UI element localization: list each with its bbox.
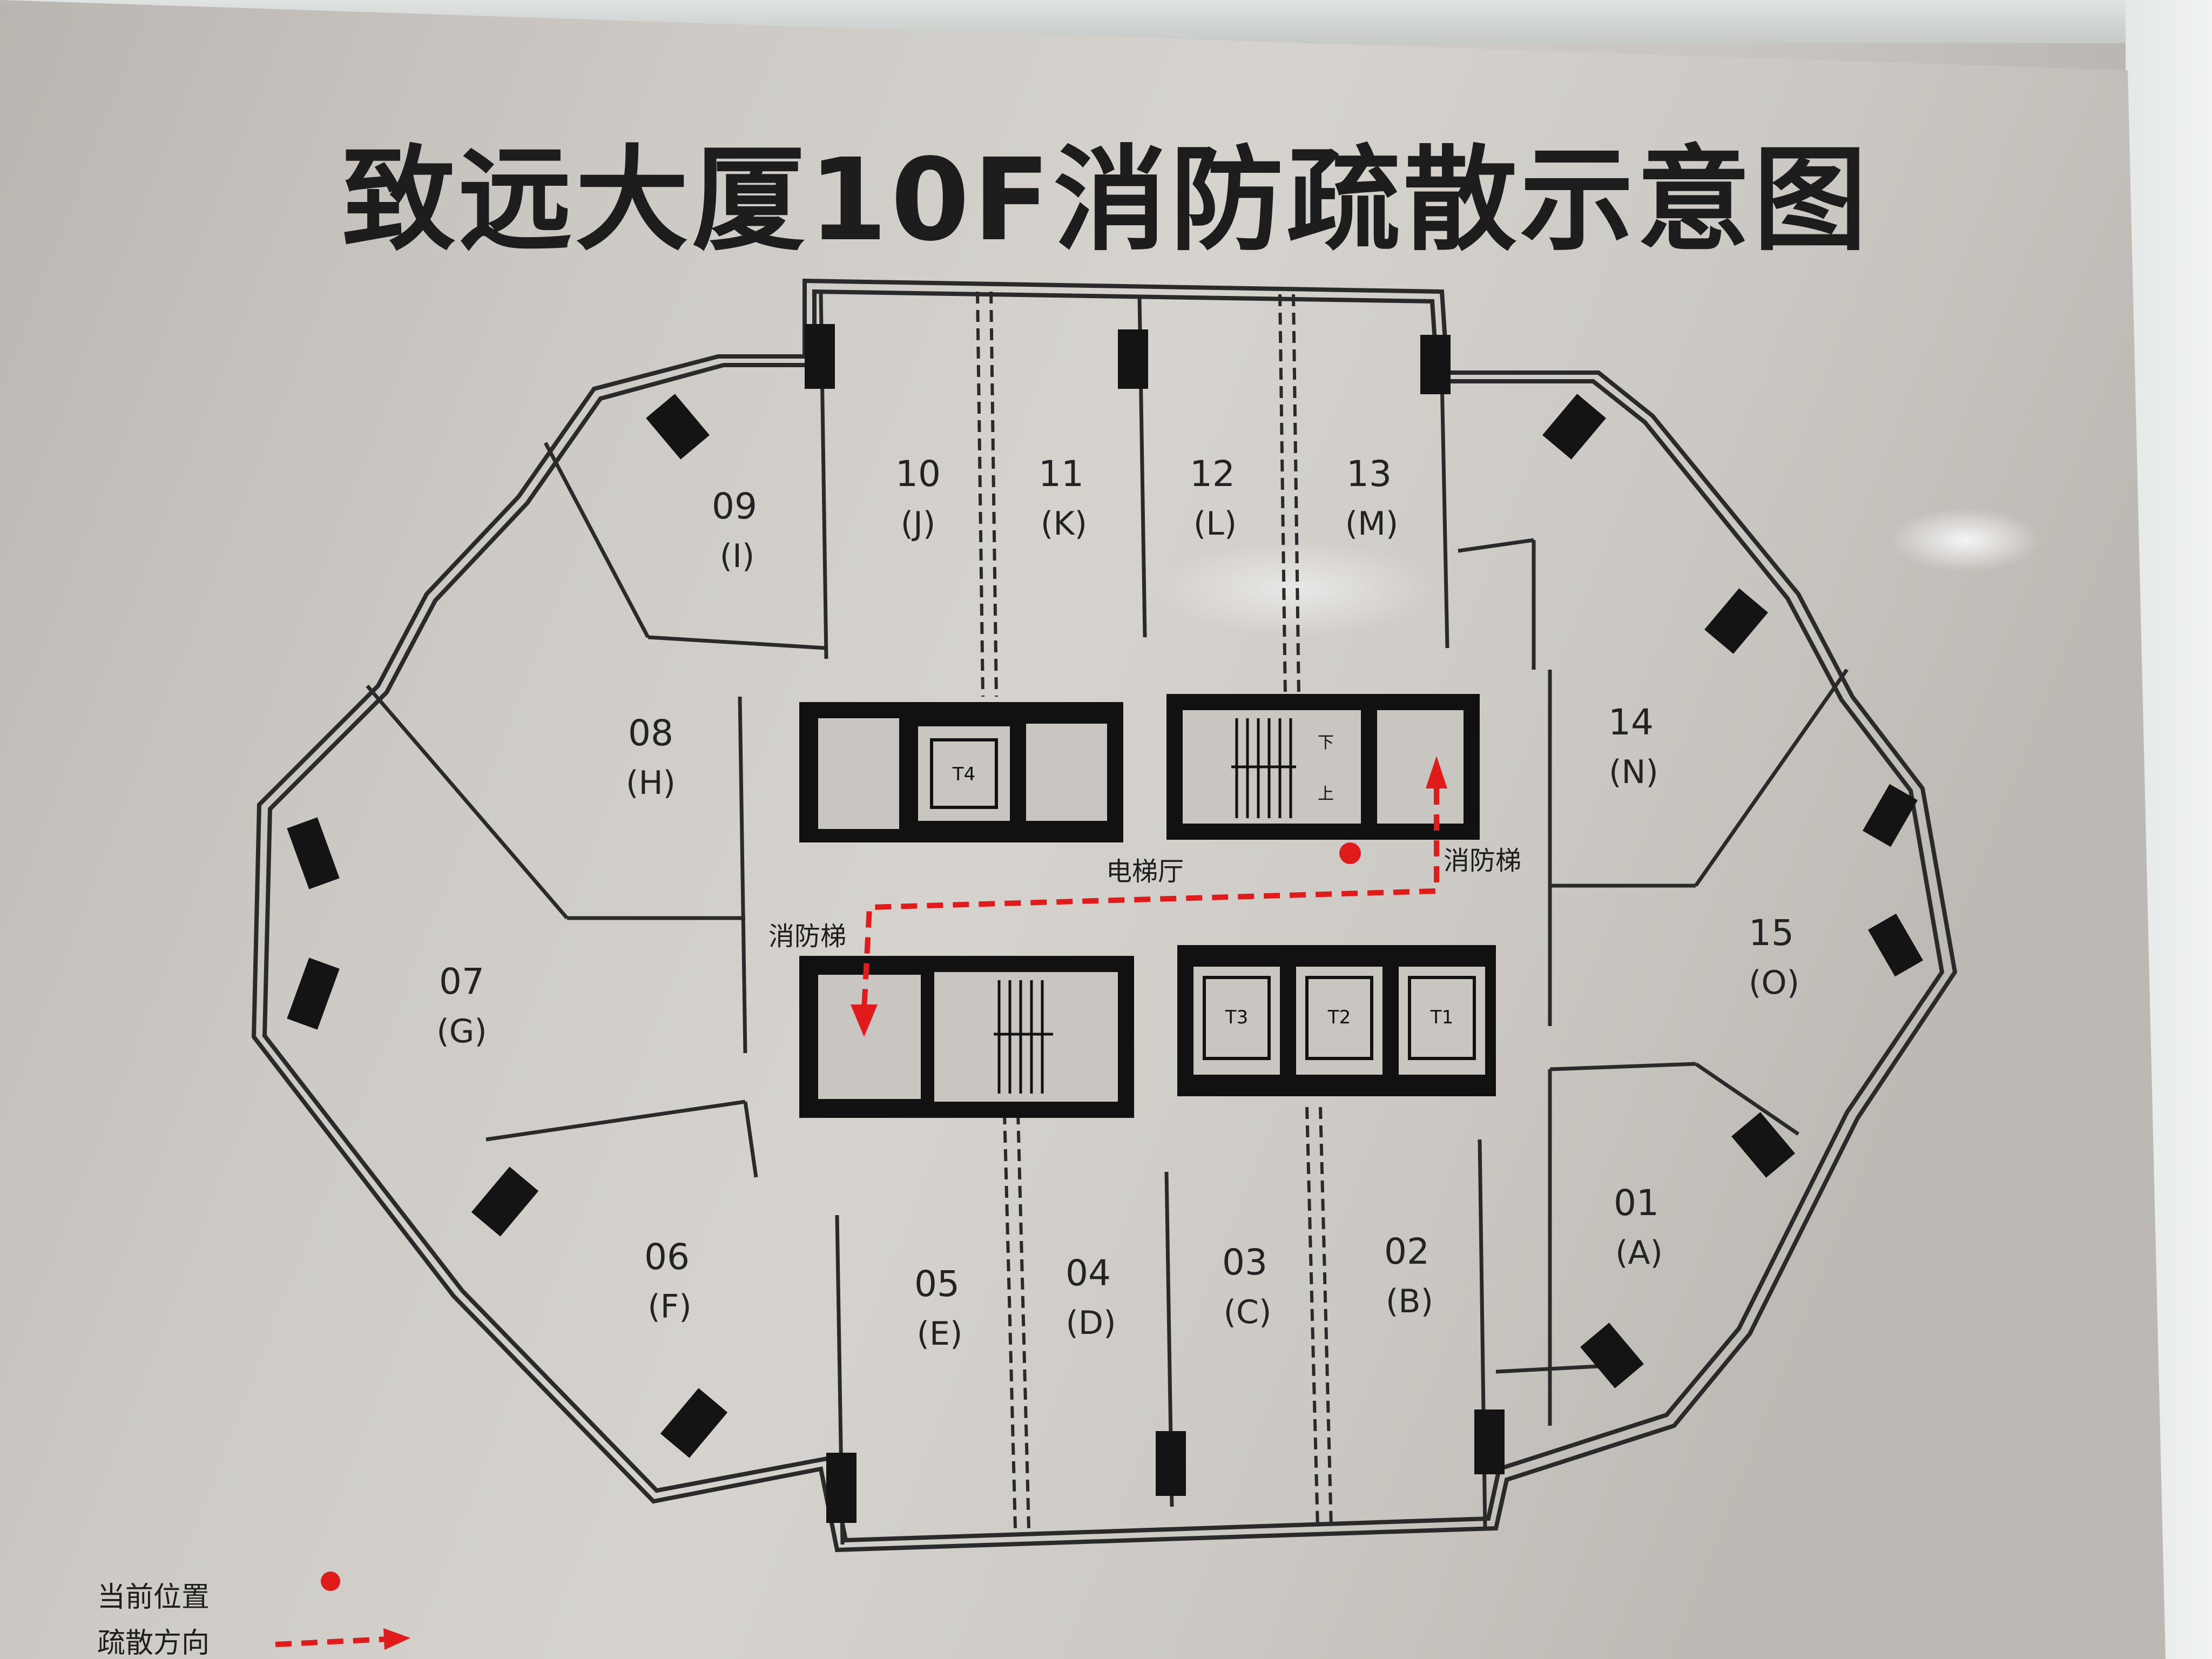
room-12-code: (L) xyxy=(1193,505,1237,543)
room-01-number: 01 xyxy=(1614,1182,1659,1224)
room-09-number: 09 xyxy=(712,485,757,527)
room-05-code: (E) xyxy=(917,1315,963,1353)
core-block-lower-right: T3 T2 T1 xyxy=(1177,945,1496,1096)
stair-treads xyxy=(1231,718,1296,818)
legend-current-position-marker xyxy=(321,1572,340,1591)
building-outline xyxy=(251,278,1958,1553)
room-06-number: 06 xyxy=(644,1236,690,1278)
room-05-number: 05 xyxy=(914,1263,960,1305)
room-11-number: 11 xyxy=(1038,453,1084,495)
room-04-code: (D) xyxy=(1065,1304,1116,1342)
legend-current-position-label: 当前位置 xyxy=(97,1581,210,1614)
room-10-number: 10 xyxy=(895,453,941,495)
room-01-code: (A) xyxy=(1615,1234,1663,1272)
room-03-code: (C) xyxy=(1224,1293,1272,1331)
room-15-code: (O) xyxy=(1749,964,1799,1002)
route-arrow-down xyxy=(851,1004,878,1037)
room-02-number: 02 xyxy=(1384,1231,1429,1272)
room-08-number: 08 xyxy=(628,712,673,754)
stair-treads-lower xyxy=(994,980,1053,1094)
room-13-number: 13 xyxy=(1346,453,1392,495)
room-06-code: (F) xyxy=(648,1288,691,1326)
legend-evacuation-direction-label: 疏散方向 xyxy=(97,1627,210,1659)
room-13-code: (M) xyxy=(1345,505,1399,543)
elevator-label-t4: T4 xyxy=(952,764,975,785)
elevator-label-t1: T1 xyxy=(1430,1007,1453,1028)
room-02-code: (B) xyxy=(1386,1283,1433,1320)
room-14-code: (N) xyxy=(1609,753,1658,791)
partition-walls xyxy=(366,291,1849,1545)
legend: 当前位置 疏散方向 xyxy=(97,1572,410,1659)
room-04-number: 04 xyxy=(1065,1252,1111,1294)
elevator-hall-label: 电梯厅 xyxy=(1106,857,1184,887)
elevator-label-t3: T3 xyxy=(1225,1007,1248,1028)
page-title: 致远大厦10F消防疏散示意图 xyxy=(342,134,1870,266)
elevator-label-t2: T2 xyxy=(1327,1007,1351,1028)
current-position-marker xyxy=(1339,842,1361,864)
movable-partitions xyxy=(976,291,1333,1529)
core-block-upper-left: T4 xyxy=(799,702,1123,842)
columns xyxy=(287,324,1923,1523)
room-12-number: 12 xyxy=(1190,453,1235,495)
core-block-lower-left xyxy=(799,956,1134,1118)
room-07-code: (G) xyxy=(436,1013,487,1050)
fire-elevator-label-right: 消防梯 xyxy=(1444,846,1521,876)
room-07-number: 07 xyxy=(439,961,484,1002)
room-03-number: 03 xyxy=(1222,1242,1267,1283)
route-arrow-up xyxy=(1426,756,1447,788)
room-08-code: (H) xyxy=(626,764,676,802)
room-09-code: (I) xyxy=(720,537,755,575)
room-15-number: 15 xyxy=(1749,912,1794,954)
room-11-code: (K) xyxy=(1041,505,1087,543)
room-labels: 01 (A) 02 (B) 03 (C) 04 (D) 05 (E) 06 (F… xyxy=(436,453,1799,1353)
fire-elevator-label-left: 消防梯 xyxy=(768,921,846,952)
core-block-upper-right: 下 上 xyxy=(1166,694,1480,840)
room-10-code: (J) xyxy=(901,505,936,543)
stair-up-label: 上 xyxy=(1318,785,1334,804)
stair-down-label: 下 xyxy=(1318,733,1334,752)
legend-route-line xyxy=(275,1636,389,1647)
room-14-number: 14 xyxy=(1608,702,1654,743)
legend-route-arrowhead xyxy=(383,1628,410,1650)
